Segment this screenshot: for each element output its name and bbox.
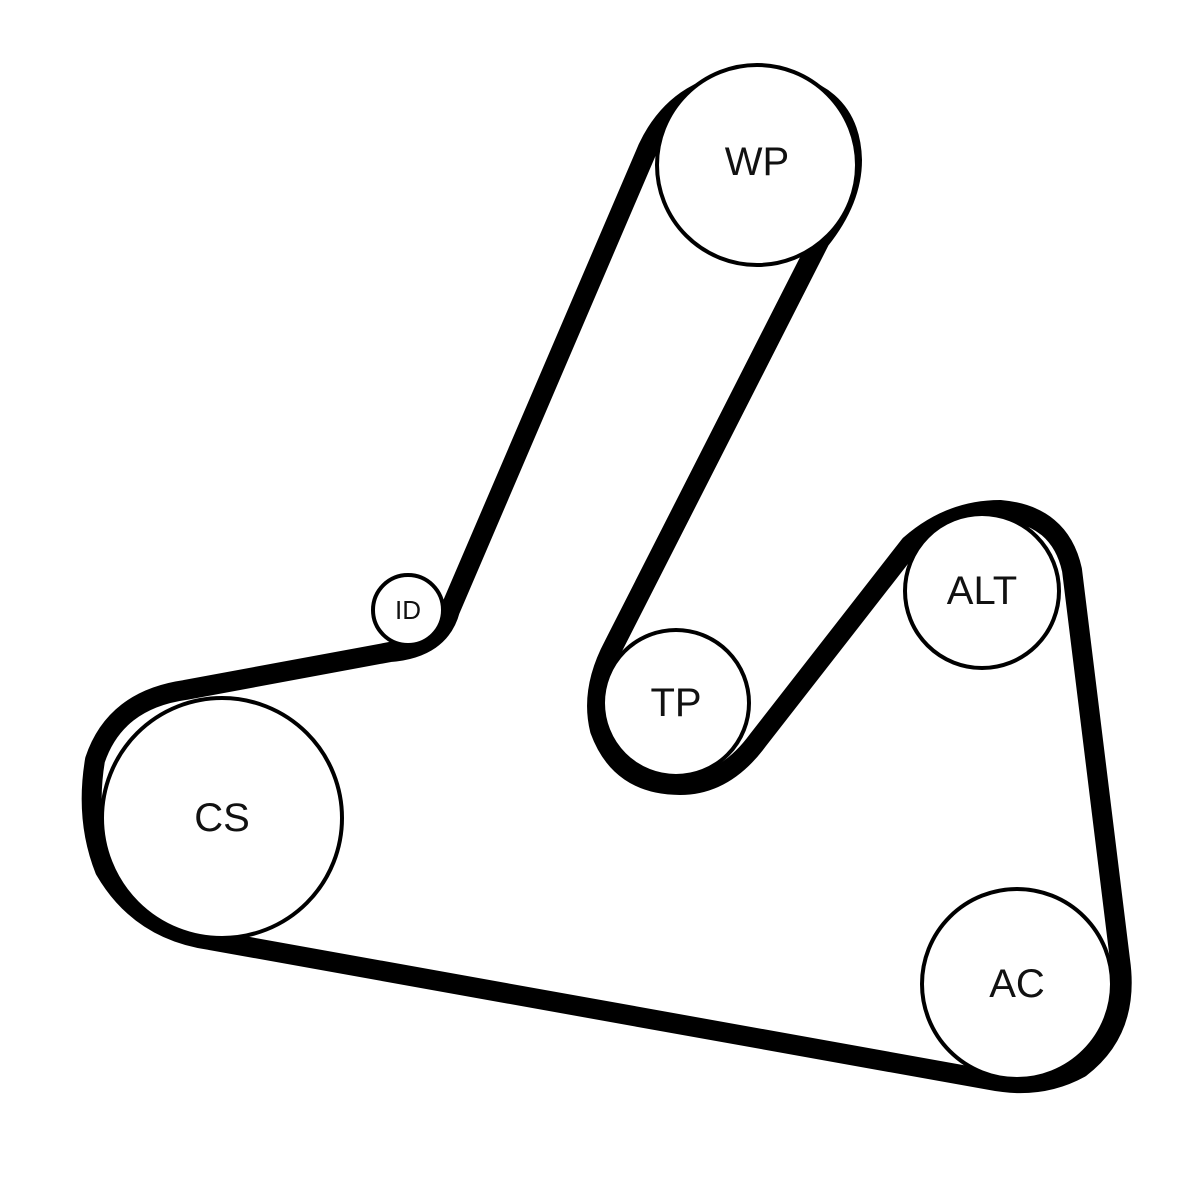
pulley-wp: WP [655,63,859,267]
pulley-label-tp: TP [650,681,701,725]
pulley-label-cs: CS [194,796,250,840]
pulley-alt: ALT [903,512,1061,670]
pulley-label-ac: AC [989,962,1045,1006]
pulley-ac: AC [920,887,1114,1081]
pulley-tp: TP [601,628,751,778]
pulley-id: ID [371,573,445,647]
pulley-label-alt: ALT [947,569,1017,613]
pulley-label-wp: WP [725,140,789,184]
pulley-label-id: ID [395,595,421,625]
pulley-cs: CS [100,696,344,940]
